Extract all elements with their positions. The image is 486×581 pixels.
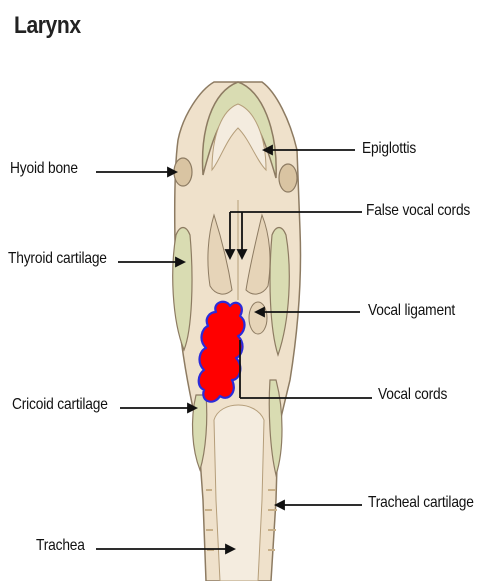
label-trachea: Trachea xyxy=(36,537,85,555)
label-vocal-cords: Vocal cords xyxy=(378,386,447,404)
label-epiglottis: Epiglottis xyxy=(362,140,416,158)
hyoid-right xyxy=(279,164,297,192)
trachea-lumen xyxy=(214,405,264,581)
label-false-vocal-cords: False vocal cords xyxy=(366,202,470,220)
page-title: Larynx xyxy=(14,12,81,40)
label-thyroid-cartilage: Thyroid cartilage xyxy=(8,250,107,268)
label-tracheal-cartilage: Tracheal cartilage xyxy=(368,494,474,512)
thyroid-plate-left xyxy=(173,228,192,351)
label-cricoid-cartilage: Cricoid cartilage xyxy=(12,396,108,414)
label-vocal-ligament: Vocal ligament xyxy=(368,302,455,320)
label-hyoid-bone: Hyoid bone xyxy=(10,160,78,178)
